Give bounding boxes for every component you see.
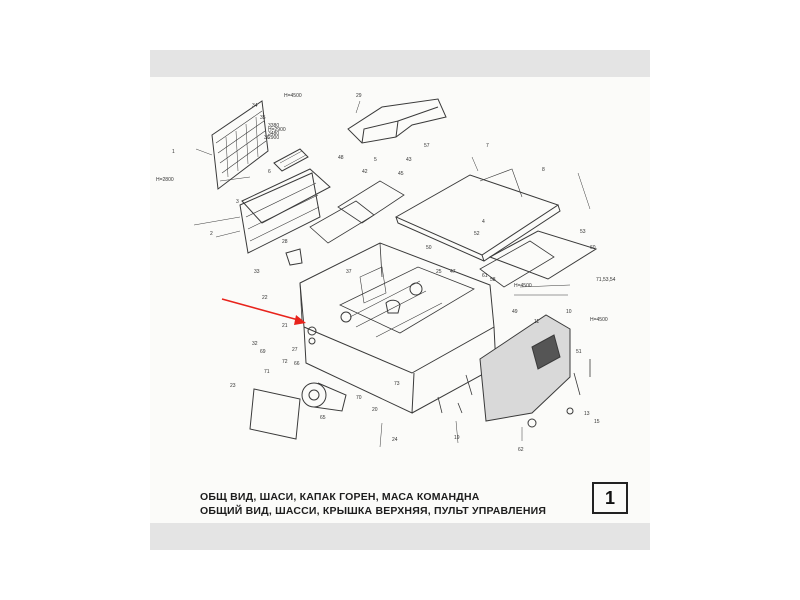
callout-61: 61 (482, 273, 488, 279)
callout-h4500-mid: H=4500 (514, 283, 532, 289)
callout-13: 13 (584, 411, 590, 417)
callout-47: 47 (450, 269, 456, 275)
callout-32: 32 (252, 341, 258, 347)
callout-33: 33 (254, 269, 260, 275)
caption-bulgarian: ОБЩ ВИД, ШАСИ, КАПАК ГОРЕН, МАСА КОМАНДН… (200, 491, 480, 503)
callout-69: 69 (260, 349, 266, 355)
callout-58: 58 (490, 277, 496, 283)
callout-52: 52 (474, 231, 480, 237)
callout-8: 8 (542, 167, 545, 173)
callout-73: 73 (394, 381, 400, 387)
callout-24: 24 (392, 437, 398, 443)
callout-2900: 2900 (268, 135, 279, 141)
callout-34: 34 (252, 103, 258, 109)
panel-part-1 (211, 100, 269, 190)
callout-43: 43 (406, 157, 412, 163)
callout-3: 3 (236, 199, 239, 205)
caption-russian: ОБЩИЙ ВИД, ШАССИ, КРЫШКА ВЕРХНЯЯ, ПУЛЬТ … (200, 505, 547, 517)
callout-20: 20 (372, 407, 378, 413)
diagram-sheet: 1 2 3 4 5 6 7 8 10 11 13 15 19 20 21 22 … (150, 77, 650, 523)
page-number-box: 1 (592, 482, 628, 514)
control-console (479, 314, 571, 422)
callout-3380: 3380 (268, 123, 279, 129)
callout-62: 62 (518, 447, 524, 453)
panel-part-2 (239, 172, 321, 254)
callout-70: 70 (356, 395, 362, 401)
callout-22: 22 (262, 295, 268, 301)
callout-3480: 3480 (268, 131, 279, 137)
panel-part-3 (241, 168, 331, 224)
red-arrow (221, 298, 306, 325)
callout-36: 36 (264, 135, 270, 141)
callout-51: 51 (576, 349, 582, 355)
callout-21: 21 (282, 323, 288, 329)
callout-19: 19 (454, 435, 460, 441)
front-plate-23 (249, 388, 301, 440)
callout-71: 71 (264, 369, 270, 375)
callout-50: 50 (426, 245, 432, 251)
callout-23: 23 (230, 383, 236, 389)
callout-35: 35 (260, 115, 266, 121)
callout-60: 60 (590, 245, 596, 251)
callout-labels: 1 2 3 4 5 6 7 8 10 11 13 15 19 20 21 22 … (156, 93, 616, 453)
callout-5: 5 (374, 157, 377, 163)
callout-28: 28 (282, 239, 288, 245)
callout-66: 66 (294, 361, 300, 367)
callout-29: 29 (356, 93, 362, 99)
part-29-box (347, 98, 447, 144)
callout-72: 72 (282, 359, 288, 365)
callout-53: 53 (580, 229, 586, 235)
callout-48: 48 (338, 155, 344, 161)
callout-10: 10 (566, 309, 572, 315)
callout-2: 2 (210, 231, 213, 237)
top-gray-band (150, 50, 650, 77)
callout-57: 57 (424, 143, 430, 149)
chassis-frame (299, 242, 495, 374)
callout-11: 11 (534, 319, 539, 325)
callout-1: 1 (172, 149, 175, 155)
bottom-gray-band (150, 523, 650, 550)
callout-42: 42 (362, 169, 368, 175)
callout-65: 65 (320, 415, 326, 421)
callout-37: 37 (346, 269, 352, 275)
callout-h4500-right: H=4500 (590, 317, 608, 323)
callout-6: 6 (268, 169, 271, 175)
callout-7: 7 (486, 143, 489, 149)
callout-25: 25 (436, 269, 442, 275)
callout-27: 27 (292, 347, 298, 353)
callout-h4500-top: H=4500 (284, 93, 302, 99)
callout-15: 15 (594, 419, 600, 425)
callout-part-71-53-54: 71,53,54 (596, 277, 616, 283)
callout-h2900: H=2900 (268, 127, 286, 133)
callout-h2800: H=2800 (156, 177, 174, 183)
callout-4: 4 (482, 219, 485, 225)
exploded-view-drawing: 1 2 3 4 5 6 7 8 10 11 13 15 19 20 21 22 … (156, 93, 616, 453)
callout-45: 45 (398, 171, 404, 177)
callout-49: 49 (512, 309, 518, 315)
motor-71 (301, 382, 327, 408)
